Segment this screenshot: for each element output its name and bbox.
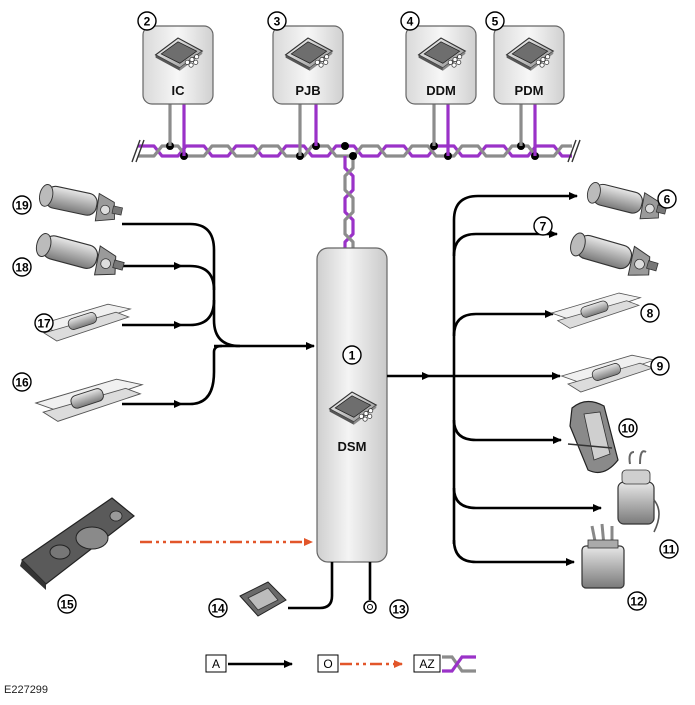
can-bus — [131, 139, 581, 250]
callout-14: 14 — [211, 602, 225, 616]
callout-2: 2 — [144, 15, 151, 29]
callout-3: 3 — [274, 15, 281, 29]
component-17-actuator: 17 — [34, 303, 131, 342]
callout-16: 16 — [15, 376, 29, 390]
legend-can-symbol — [442, 655, 476, 673]
fuse-wire — [288, 562, 334, 610]
callout-6: 6 — [664, 193, 671, 207]
can-bus-junctions — [166, 142, 539, 160]
callout-7: 7 — [540, 220, 547, 234]
callout-15: 15 — [60, 598, 74, 612]
component-10-lumbar-unit: 10 — [567, 400, 638, 473]
component-6-motor: 6 — [583, 178, 677, 225]
legend: A O AZ — [205, 654, 476, 673]
legend-lin-key: O — [323, 657, 332, 671]
module-ic-label: IC — [172, 83, 186, 98]
legend-can-key: AZ — [419, 657, 434, 671]
module-dsm-label: DSM — [338, 439, 367, 454]
callout-10: 10 — [621, 422, 635, 436]
component-9-track-motor: 9 — [561, 354, 670, 393]
module-dsm: DSM 1 — [316, 247, 388, 563]
callout-19: 19 — [15, 199, 29, 213]
module-ddm-label: DDM — [426, 83, 456, 98]
figure-id: E227299 — [4, 684, 48, 696]
component-14-fuse: 14 — [208, 581, 287, 618]
module-pdm: PDM 5 — [485, 11, 565, 105]
callout-8: 8 — [647, 307, 654, 321]
component-8-actuator: 8 — [551, 292, 660, 329]
callout-11: 11 — [663, 543, 676, 557]
module-pjb-label: PJB — [295, 83, 320, 98]
module-drops — [168, 104, 537, 156]
module-ddm: DDM 4 — [400, 11, 477, 105]
callout-17: 17 — [37, 317, 51, 331]
callout-4: 4 — [407, 15, 414, 29]
module-ic: IC 2 — [137, 11, 214, 105]
callout-12: 12 — [630, 595, 644, 609]
callout-18: 18 — [15, 261, 29, 275]
callout-1: 1 — [349, 349, 356, 363]
component-15-seat-switch: 15 — [20, 497, 135, 614]
callout-5: 5 — [492, 15, 499, 29]
module-pdm-label: PDM — [515, 83, 544, 98]
callout-9: 9 — [657, 360, 664, 374]
right-output-wires — [387, 192, 602, 566]
component-7-motor: 7 — [533, 216, 662, 283]
component-16-track-motor: 16 — [12, 372, 143, 422]
callout-13: 13 — [392, 603, 406, 617]
legend-hardwired-key: A — [212, 657, 220, 671]
component-12-valve-block: 12 — [581, 523, 647, 611]
component-18-motor: 18 — [12, 229, 128, 283]
module-pjb: PJB 3 — [267, 11, 344, 105]
left-input-wires — [122, 222, 315, 408]
component-11-pump: 11 — [617, 450, 679, 559]
component-13-ground: 13 — [363, 562, 409, 619]
component-19-motor: 19 — [12, 180, 126, 227]
